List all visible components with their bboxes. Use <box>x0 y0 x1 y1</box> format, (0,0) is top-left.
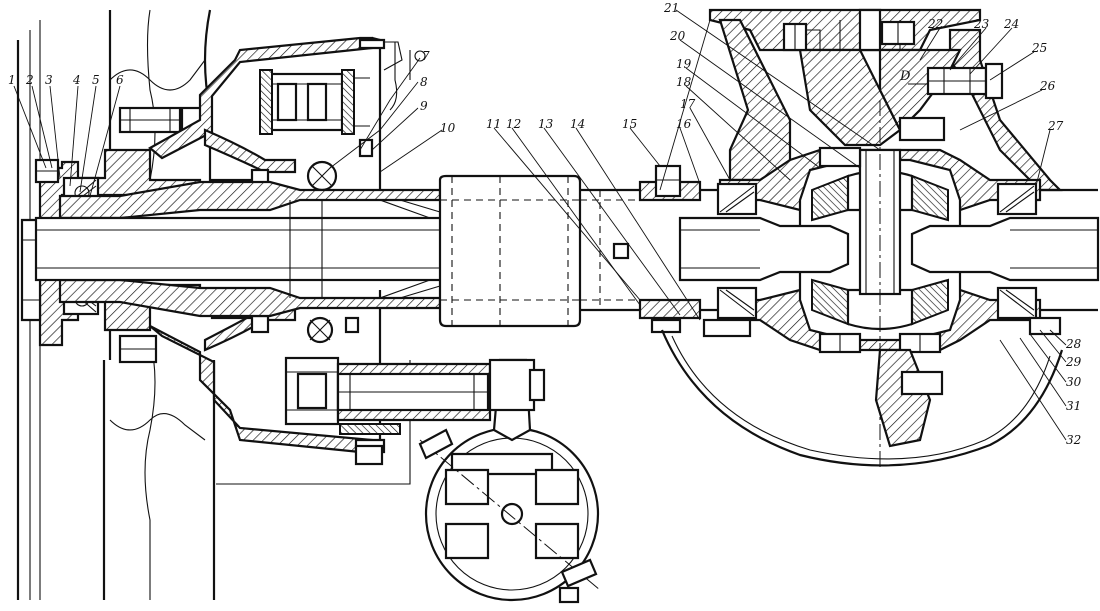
callout-2: 2 <box>25 73 34 87</box>
adjusting-bolt-25 <box>908 62 1004 100</box>
callout-leaders <box>13 9 1067 441</box>
callout-12: 12 <box>506 117 521 131</box>
reduction-gear-upper <box>259 69 370 135</box>
callout-4: 4 <box>72 73 81 87</box>
differential-bearings <box>702 182 1062 338</box>
callout-9: 9 <box>420 99 428 113</box>
callout-23: 23 <box>973 17 990 31</box>
callout-17: 17 <box>680 97 696 111</box>
drive-pinion-and-gear <box>782 8 962 147</box>
callout-21: 21 <box>663 1 679 15</box>
brake-drum-pulley <box>418 358 601 604</box>
callout-18: 18 <box>676 75 692 89</box>
callout-14: 14 <box>570 117 585 131</box>
axle-tube-centre <box>580 164 702 334</box>
callout-15: 15 <box>622 117 637 131</box>
differential-bolts <box>818 116 946 354</box>
callout-32: 32 <box>1066 433 1081 447</box>
callout-30: 30 <box>1066 375 1082 389</box>
callout-29: 29 <box>1065 355 1082 369</box>
callout-22: 22 <box>927 17 943 31</box>
callout-13: 13 <box>538 117 554 131</box>
callout-24: 24 <box>1003 17 1019 31</box>
dimension-label-d: D <box>899 69 911 84</box>
callout-26: 26 <box>1039 79 1056 93</box>
callout-20: 20 <box>669 29 686 43</box>
callout-31: 31 <box>1066 399 1081 413</box>
callout-6: 6 <box>116 73 124 87</box>
half-shafts-differential <box>678 216 1100 282</box>
callout-labels: 1 2 3 4 5 6 7 8 9 10 11 12 13 14 15 16 1… <box>8 1 1082 447</box>
callout-27: 27 <box>1047 119 1064 133</box>
callout-7: 7 <box>422 49 430 63</box>
callout-28: 28 <box>1065 337 1082 351</box>
callout-5: 5 <box>92 73 100 87</box>
lower-reduction-shaft <box>284 356 492 466</box>
hub-bolts <box>34 106 206 364</box>
coupling-sleeve <box>438 174 680 328</box>
callout-25: 25 <box>1031 41 1047 55</box>
callout-16: 16 <box>676 117 692 131</box>
callout-1: 1 <box>8 73 16 87</box>
callout-8: 8 <box>420 75 428 89</box>
callout-3: 3 <box>45 73 53 87</box>
half-shaft-left <box>34 199 478 299</box>
callout-10: 10 <box>440 121 456 135</box>
callout-11: 11 <box>486 117 501 131</box>
crown-gear-teeth-lower <box>874 348 944 448</box>
callout-19: 19 <box>676 57 692 71</box>
cross-pin <box>858 100 902 470</box>
